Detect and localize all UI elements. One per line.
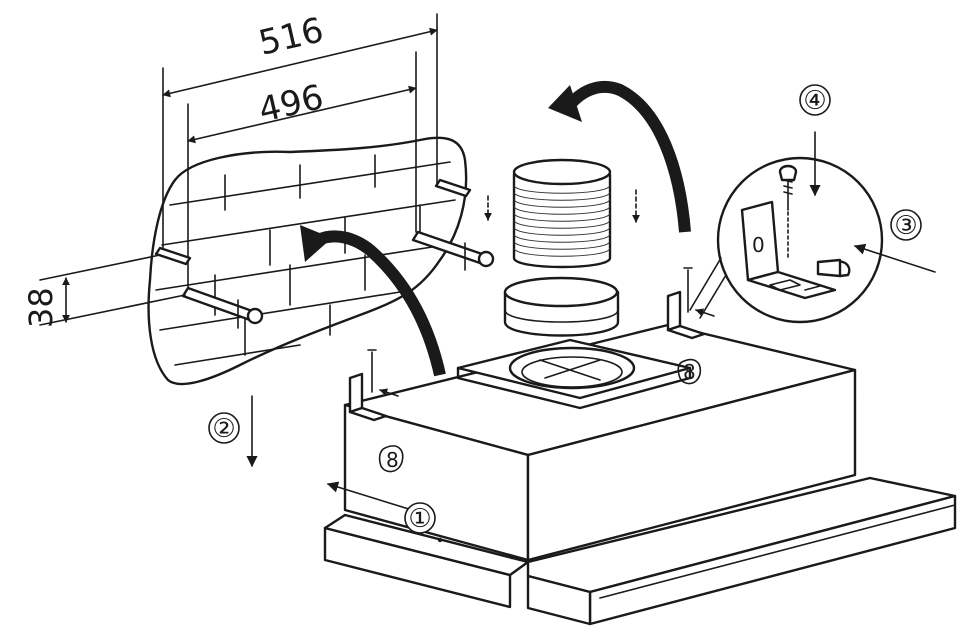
svg-text:①: ① <box>408 504 431 534</box>
hood-top-mark-label: 8 <box>683 360 696 384</box>
wall-section <box>147 13 495 386</box>
callout-2: ② ② <box>208 412 240 444</box>
svg-text:②: ② <box>212 414 235 444</box>
svg-text:④: ④ <box>803 86 826 116</box>
step1-arrow <box>326 481 413 511</box>
mounting-bracket-right <box>666 267 715 340</box>
wall-screw-top-left <box>154 246 192 266</box>
hood-top-mark: 8 <box>677 358 702 385</box>
dimension-516-label: 516 <box>255 10 327 64</box>
curved-arrow-hood-to-wall <box>300 225 446 377</box>
duct-collar <box>503 276 620 337</box>
wall-screw-top-right <box>434 178 472 198</box>
svg-text:③: ③ <box>894 211 917 241</box>
callout-3: ③ ③ <box>890 209 922 241</box>
mounting-bracket-left <box>348 349 399 422</box>
cooker-hood: 8 8 <box>323 323 957 626</box>
bracket-detail-view: 0 <box>689 131 936 324</box>
callout-4: ④ ④ <box>799 84 831 116</box>
flexible-duct <box>512 158 640 269</box>
curved-arrow-duct-rotation <box>548 80 691 233</box>
dimension-496-label: 496 <box>255 77 327 131</box>
hood-side-mark: 8 <box>378 445 404 473</box>
dimension-38-label: 38 <box>22 287 60 328</box>
wall-screw-bottom-left <box>181 286 264 329</box>
dimension-inner-width: 496 <box>187 77 417 144</box>
bracket-detail-mark: 0 <box>752 233 765 257</box>
callout-1: ① ① <box>404 502 436 534</box>
hood-side-mark-label: 8 <box>386 448 399 472</box>
dimension-vertical-offset: 38 <box>22 254 186 328</box>
wall-screw-bottom-right <box>411 230 495 271</box>
brick-pattern <box>155 154 456 366</box>
